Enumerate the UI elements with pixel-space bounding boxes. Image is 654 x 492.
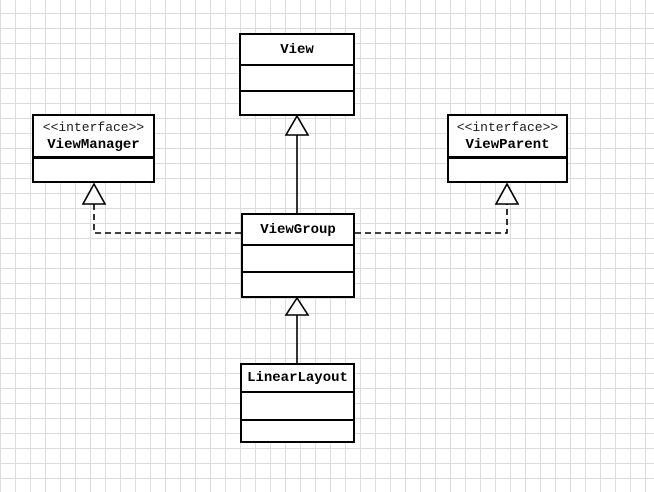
members-compartment [34,156,153,181]
attributes-compartment [243,244,353,271]
class-name-viewgroup: ViewGroup [260,221,336,238]
class-box-viewgroup: ViewGroup [241,213,355,298]
class-box-viewmanager: <<interface>> ViewManager [32,114,155,183]
class-title-linearlayout: LinearLayout [242,365,353,391]
class-title-viewparent: <<interface>> ViewParent [449,116,566,156]
realization-viewgroup-to-viewparent [355,182,520,234]
stereotype-label: <<interface>> [456,119,559,135]
attributes-compartment [242,391,353,419]
class-box-linearlayout: LinearLayout [240,363,355,443]
class-name-viewmanager: ViewManager [47,136,140,153]
class-name-view: View [280,41,314,58]
realization-arrowhead-viewparent-icon [494,182,520,205]
class-title-viewgroup: ViewGroup [243,215,353,244]
members-compartment [449,156,566,181]
generalization-linearlayout-to-viewgroup [284,296,310,364]
realization-viewgroup-to-viewmanager [81,182,241,234]
class-title-viewmanager: <<interface>> ViewManager [34,116,153,156]
generalization-viewgroup-to-view [284,114,310,214]
methods-compartment [242,419,353,441]
class-name-linearlayout: LinearLayout [247,370,348,386]
methods-compartment [243,271,353,296]
attributes-compartment [241,64,353,90]
generalization-arrowhead-viewgroup-icon [284,296,310,316]
class-box-view: View [239,33,355,116]
realization-arrowhead-viewmanager-icon [81,182,107,205]
stereotype-label: <<interface>> [42,119,145,135]
class-box-viewparent: <<interface>> ViewParent [447,114,568,183]
class-title-view: View [241,35,353,64]
class-name-viewparent: ViewParent [465,136,550,153]
methods-compartment [241,90,353,114]
generalization-arrowhead-view-icon [284,114,310,136]
